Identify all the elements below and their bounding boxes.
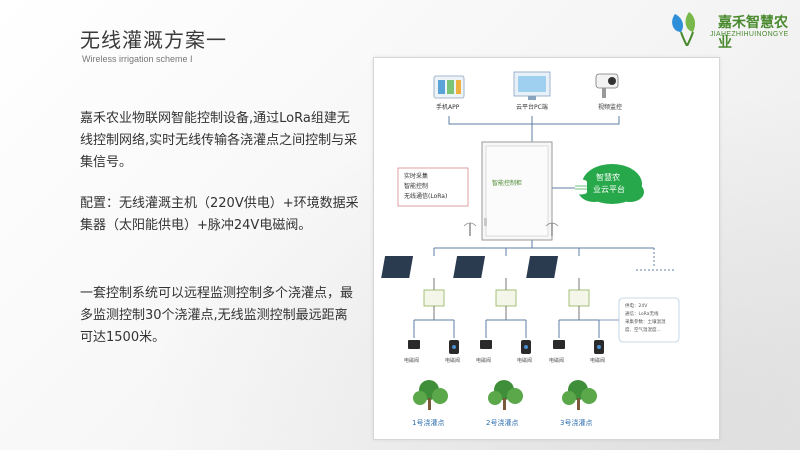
solar-station-3 bbox=[526, 256, 590, 320]
note-line-4: 度、空气温湿度... bbox=[625, 328, 661, 333]
logo-name-en: JIAHEZHIHUINONGYE bbox=[710, 31, 789, 38]
paragraph-capacity: 一套控制系统可以远程监测控制多个浇灌点，最多监测控制30个浇灌点,无线监测控制最… bbox=[80, 286, 354, 345]
note-line-1: 供电：24V bbox=[625, 304, 648, 309]
label-pc-platform: 云平台PC端 bbox=[516, 104, 548, 111]
database-icon bbox=[575, 179, 587, 195]
diagram-graphics bbox=[381, 71, 680, 410]
logo-name-cn: 嘉禾智慧农业 bbox=[718, 15, 788, 51]
pc-platform-icon bbox=[513, 71, 551, 100]
antenna-right-icon bbox=[545, 222, 559, 236]
irrigation-diagram: 手机APP 云平台PC端 视频监控 实时采集 智能控制 无线通信(LoRa) 智… bbox=[373, 57, 720, 440]
tree-group-1 bbox=[413, 380, 448, 410]
valve-label-1a: 电磁阀 bbox=[404, 358, 420, 364]
tree-group-2 bbox=[488, 380, 523, 410]
controller-feature-1: 实时采集 bbox=[404, 173, 429, 180]
note-line-2: 通信：LoRa无线 bbox=[625, 312, 659, 317]
solar-station-1 bbox=[381, 256, 445, 320]
paragraph-intro: 嘉禾农业物联网智能控制设备,通过LoRa组建无线控制网络,实时无线传输各浇灌点之… bbox=[80, 111, 358, 170]
point-label-2: 2号浇灌点 bbox=[486, 419, 519, 427]
cloud-line-1: 智慧农 bbox=[596, 173, 620, 182]
phone-app-icon bbox=[433, 75, 465, 99]
label-phone-app: 手机APP bbox=[436, 104, 460, 111]
cloud-line-2: 业云平台 bbox=[593, 185, 625, 194]
point-label-1: 1号浇灌点 bbox=[412, 419, 445, 427]
company-logo bbox=[667, 10, 797, 47]
valve-label-1b: 电磁阀 bbox=[445, 358, 461, 364]
logo-leaf-icon bbox=[672, 12, 696, 47]
note-line-3: 采集参数：土壤温湿 bbox=[625, 320, 666, 325]
tree-group-3 bbox=[562, 380, 597, 410]
controller-panel-label: 智能控制柜 bbox=[492, 180, 523, 187]
slide-title: 无线灌溉方案一 bbox=[80, 28, 227, 52]
valve-label-2b: 电磁阀 bbox=[517, 358, 533, 364]
valve-label-3b: 电磁阀 bbox=[590, 358, 606, 364]
paragraph-config: 配置：无线灌溉主机（220V供电）+环境数据采集器（太阳能供电）+脉冲24V电磁… bbox=[80, 196, 359, 233]
valve-label-3a: 电磁阀 bbox=[549, 358, 565, 364]
slide-subtitle: Wireless irrigation scheme I bbox=[82, 54, 193, 64]
solar-station-2 bbox=[453, 256, 517, 320]
camera-icon bbox=[595, 73, 619, 98]
controller-feature-3: 无线通信(LoRa) bbox=[404, 193, 448, 200]
controller-feature-2: 智能控制 bbox=[404, 183, 429, 190]
valve-label-2a: 电磁阀 bbox=[476, 358, 492, 364]
label-video-monitor: 视频监控 bbox=[598, 104, 623, 111]
antenna-left-icon bbox=[463, 222, 477, 236]
point-label-3: 3号浇灌点 bbox=[560, 419, 593, 427]
